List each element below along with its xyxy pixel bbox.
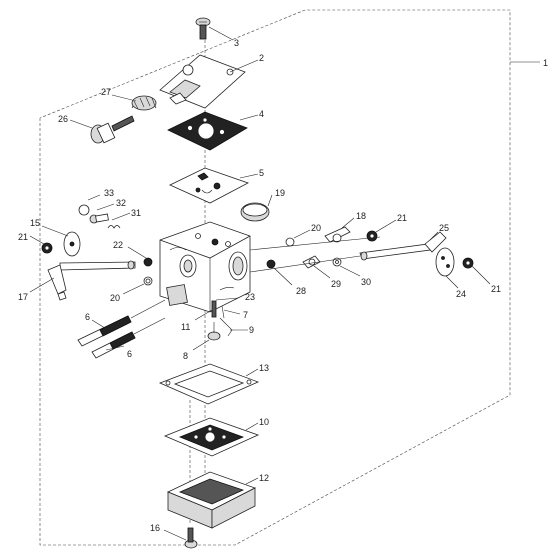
- part-screw-bottom: [184, 527, 198, 549]
- callout-9: 9: [249, 325, 254, 335]
- callout-18: 18: [356, 211, 366, 221]
- callout-27: 27: [101, 87, 111, 97]
- callout-6-upper: 6: [85, 312, 90, 322]
- part-nut-mid: [366, 230, 378, 242]
- part-metering-cover: [159, 54, 246, 109]
- callout-25: 25: [439, 223, 449, 233]
- part-small-spring: [107, 225, 121, 229]
- callout-13: 13: [259, 363, 269, 373]
- callout-22: 22: [113, 240, 123, 250]
- callout-28: 28: [296, 286, 306, 296]
- part-small-ball: [78, 204, 90, 216]
- callout-17: 17: [18, 292, 28, 302]
- callout-16: 16: [150, 523, 160, 533]
- leader-lines: [29, 26, 491, 541]
- part-clip-22: [143, 257, 153, 267]
- part-plug: [240, 202, 270, 222]
- part-needle-valve: [89, 213, 109, 224]
- callout-21-right: 21: [491, 284, 501, 294]
- part-pin-23: [211, 300, 217, 318]
- part-lever-9: [219, 317, 233, 337]
- part-choke-shaft: [359, 231, 447, 261]
- callout-26: 26: [58, 114, 68, 124]
- part-pump-diaphragm: [163, 417, 260, 457]
- part-gasket: [169, 167, 250, 204]
- part-needle-lower: [91, 317, 166, 359]
- callout-11: 11: [181, 322, 190, 332]
- choke-axis: [249, 236, 381, 251]
- part-throttle-disc: [63, 231, 81, 257]
- callout-3: 3: [234, 38, 239, 48]
- part-lever-18: [324, 226, 351, 243]
- part-ring-20-right: [285, 237, 295, 247]
- part-ring-20-left: [143, 276, 153, 286]
- part-washer-30: [332, 257, 342, 267]
- callout-21-mid: 21: [397, 213, 407, 223]
- callout-8: 8: [183, 351, 188, 361]
- callout-1: 1: [543, 58, 548, 68]
- callout-23: 23: [245, 292, 255, 302]
- part-nut-left: [41, 242, 53, 254]
- throttle-axis: [249, 255, 361, 273]
- callout-24: 24: [456, 289, 466, 299]
- callout-21-left: 21: [18, 232, 28, 242]
- callout-29: 29: [331, 279, 341, 289]
- callout-4: 4: [259, 109, 264, 119]
- part-nut-right: [462, 257, 474, 269]
- part-spring: [131, 95, 157, 111]
- callout-12: 12: [259, 473, 269, 483]
- callout-7: 7: [243, 310, 248, 320]
- callout-labels: 1 3 2 27 26 4 5 19 33 32 31 15 21 22 17 …: [18, 38, 548, 533]
- part-gasket-13: [158, 363, 260, 405]
- callout-19: 19: [275, 188, 285, 198]
- callout-32: 32: [116, 198, 126, 208]
- callout-20-right: 20: [311, 223, 321, 233]
- part-pin-7: [221, 305, 225, 319]
- part-diaphragm: [167, 111, 248, 151]
- part-needle-upper: [77, 299, 166, 347]
- callout-31: 31: [131, 208, 141, 218]
- callout-20-left: 20: [110, 293, 120, 303]
- callout-33: 33: [104, 188, 114, 198]
- part-carburetor-body: [159, 221, 251, 313]
- callout-2: 2: [259, 53, 264, 63]
- callout-5: 5: [259, 168, 264, 178]
- part-screw-8: [207, 322, 221, 341]
- part-adjust-screw: [90, 115, 135, 144]
- part-screw-top: [195, 17, 211, 40]
- part-clip-28: [266, 259, 276, 269]
- part-choke-disc: [435, 247, 455, 277]
- callout-6-lower: 6: [127, 349, 132, 359]
- part-throttle-shaft: [47, 260, 136, 301]
- part-pump-cover: [167, 471, 257, 529]
- assembly-boundary: [39, 9, 540, 546]
- callout-10: 10: [259, 417, 269, 427]
- callout-15: 15: [30, 218, 40, 228]
- callout-30: 30: [361, 277, 371, 287]
